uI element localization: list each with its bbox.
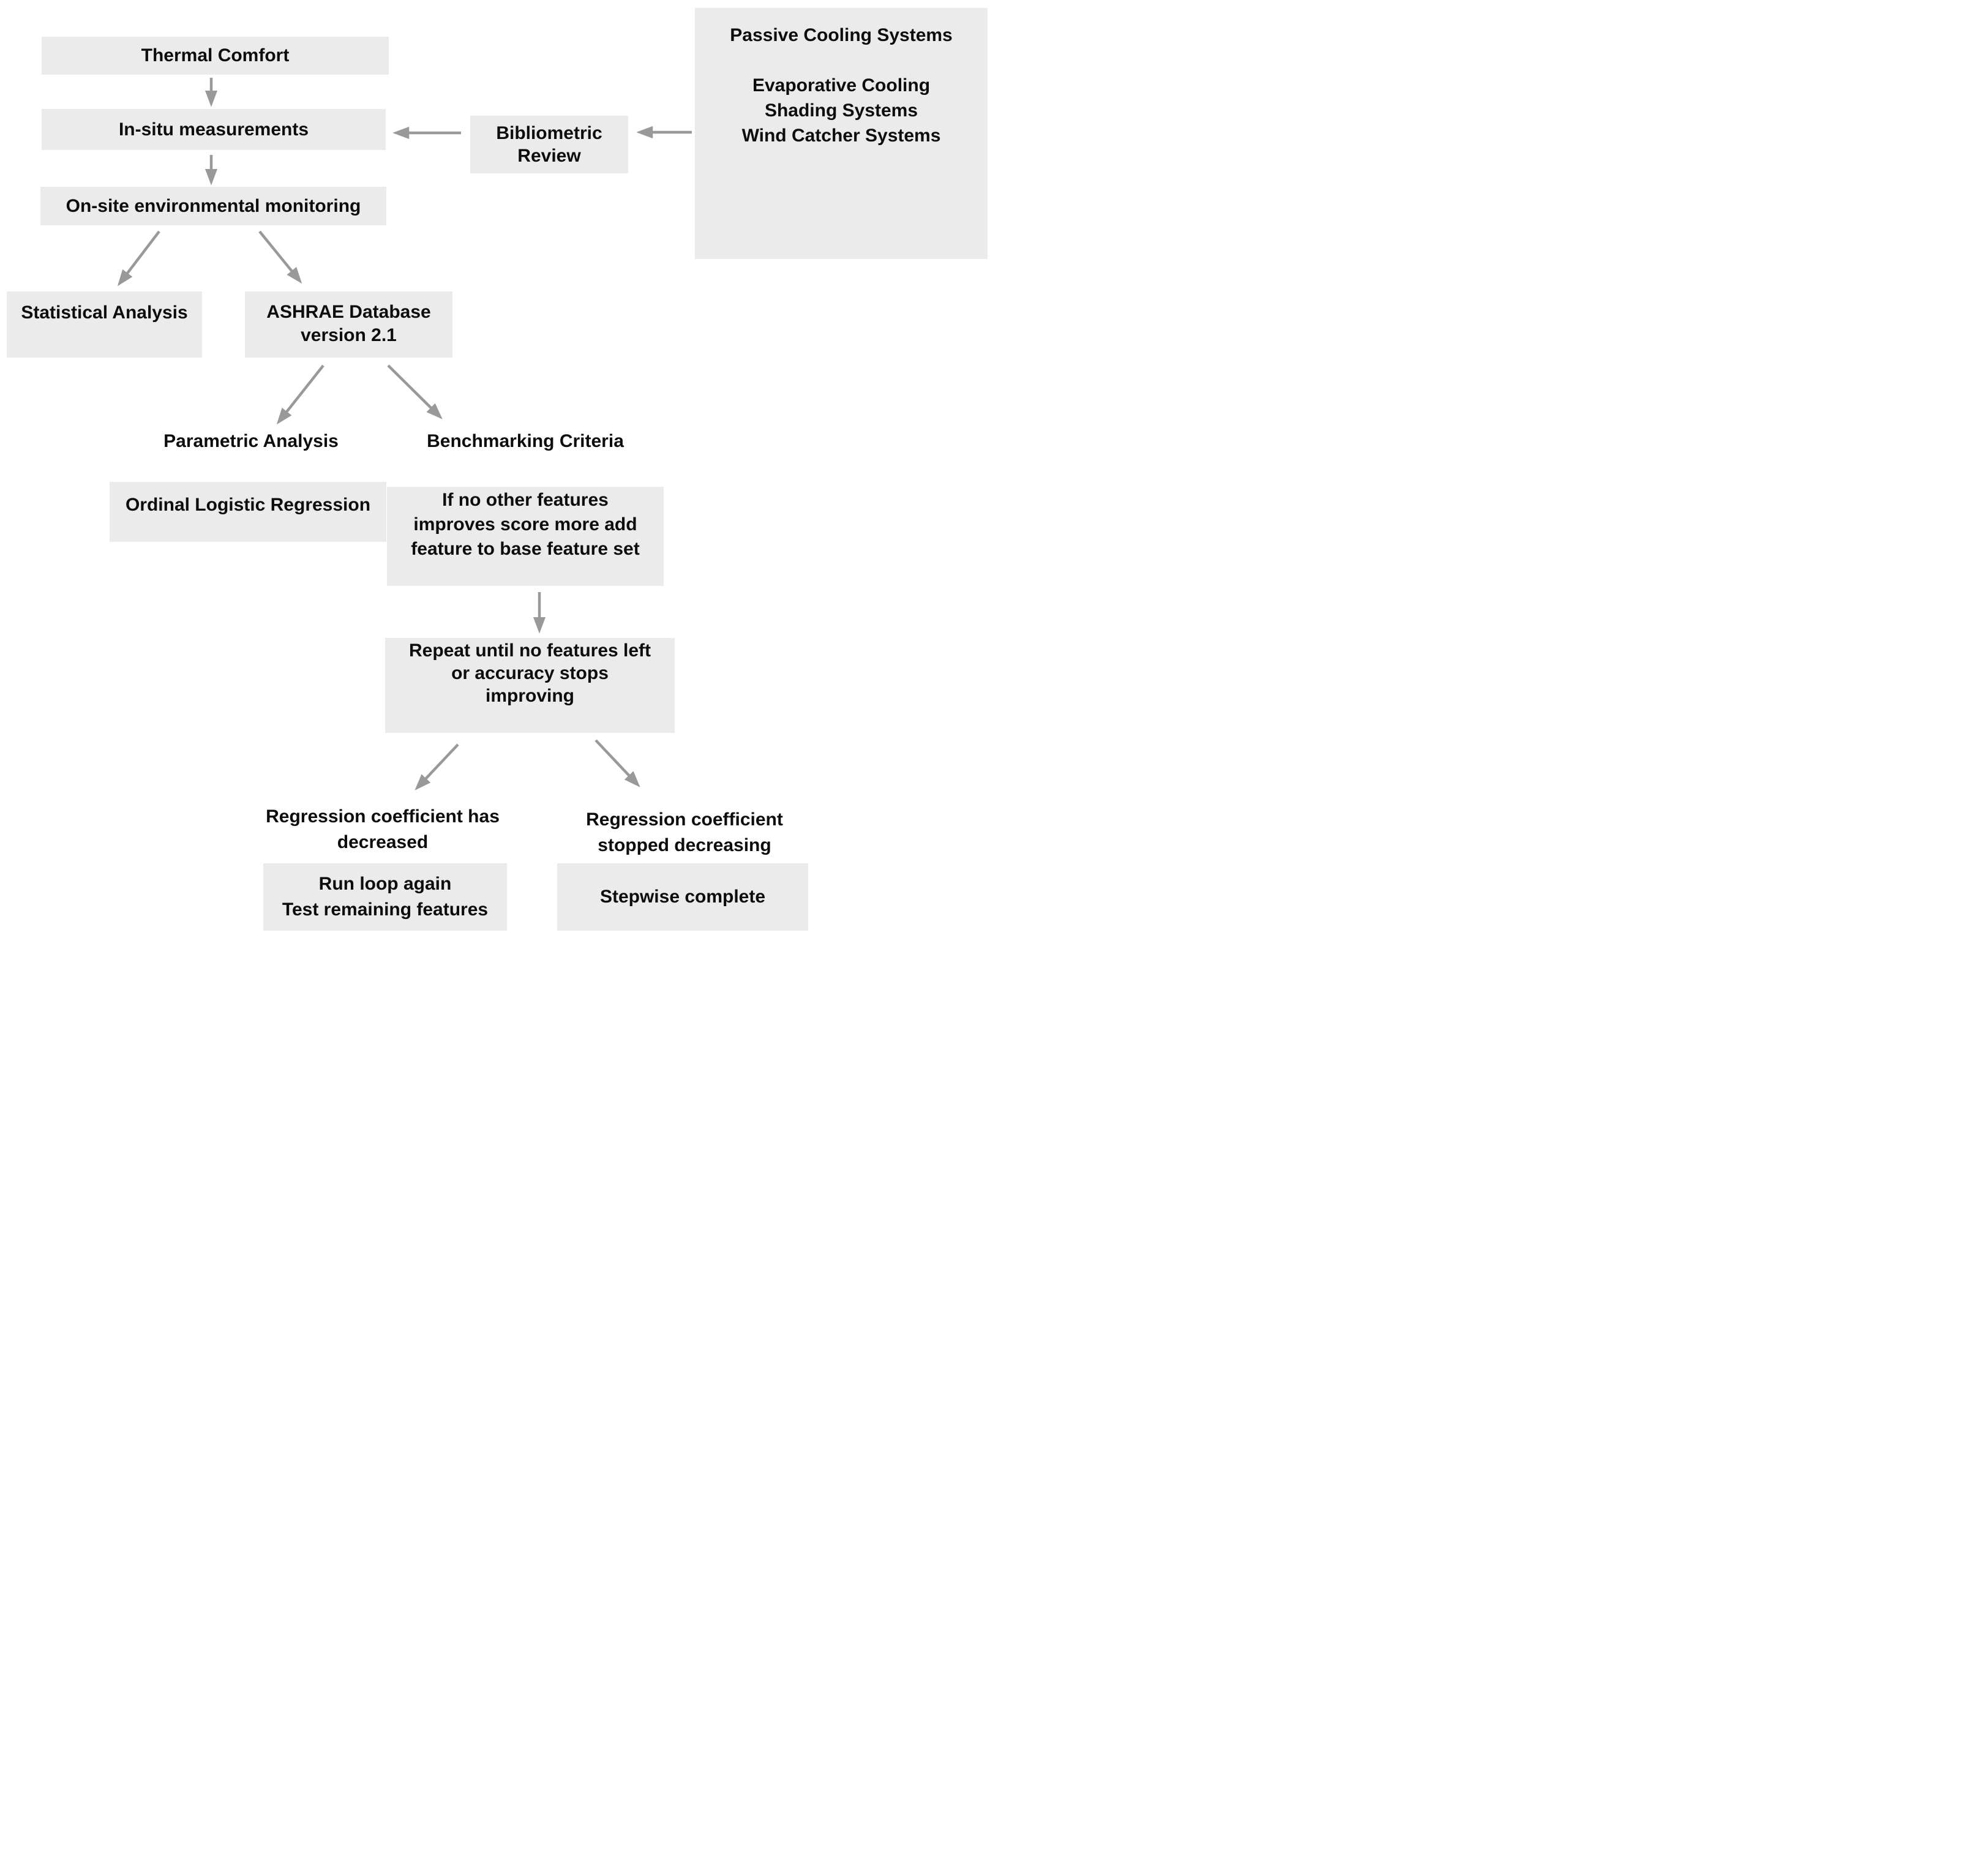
node-if-no-other-features: If no other features improves score more… — [387, 487, 664, 586]
node-label: On-site environmental monitoring — [66, 195, 361, 216]
arrow-onsite-to-ashrae — [258, 230, 302, 284]
node-label: improves score more add — [413, 514, 637, 535]
node-label: Statistical Analysis — [21, 302, 188, 323]
node-run-loop-again: Run loop again Test remaining features — [263, 863, 507, 931]
node-label: Review — [517, 146, 581, 166]
node-ordinal-logistic-regression: Ordinal Logistic Regression — [110, 482, 386, 542]
label-regression-coefficient-decreased: Regression coefficient has decreased — [230, 804, 536, 855]
arrow-ashrae-to-benchmarking — [387, 364, 443, 419]
node-label: ASHRAE Database — [266, 302, 431, 322]
node-repeat-until: Repeat until no features left or accurac… — [385, 638, 675, 733]
node-label: Bibliometric — [496, 123, 602, 143]
node-passive-cooling-systems: Passive Cooling Systems Evaporative Cool… — [695, 8, 988, 259]
node-title: Passive Cooling Systems — [730, 25, 953, 45]
node-bibliometric-review: Bibliometric Review — [470, 116, 628, 173]
flowchart: Thermal Comfort In-situ measurements On-… — [0, 0, 994, 933]
node-label: improving — [485, 686, 574, 706]
label-regression-coefficient-stopped: Regression coefficient stopped decreasin… — [550, 807, 819, 858]
arrow-repeat-to-stopped — [595, 739, 640, 787]
arrow-ashrae-to-parametric — [276, 364, 324, 425]
label-benchmarking-criteria: Benchmarking Criteria — [403, 429, 648, 454]
label-text: Regression coefficient — [586, 809, 783, 830]
node-list-item: Evaporative Cooling — [752, 75, 931, 96]
node-statistical-analysis: Statistical Analysis — [7, 291, 202, 358]
label-parametric-analysis: Parametric Analysis — [141, 429, 361, 454]
label-text: Benchmarking Criteria — [427, 431, 624, 451]
label-text: Parametric Analysis — [163, 431, 339, 451]
arrow-repeat-to-decreased — [414, 743, 459, 790]
label-text: Regression coefficient has — [266, 806, 500, 827]
node-label: or accuracy stops — [451, 663, 609, 683]
node-thermal-comfort: Thermal Comfort — [42, 37, 389, 75]
node-label: feature to base feature set — [411, 539, 640, 559]
node-on-site-monitoring: On-site environmental monitoring — [40, 187, 386, 225]
node-ashrae-database: ASHRAE Database version 2.1 — [245, 291, 452, 358]
label-text: decreased — [337, 832, 429, 852]
node-in-situ-measurements: In-situ measurements — [42, 109, 386, 150]
node-label: If no other features — [442, 490, 609, 510]
node-label: Stepwise complete — [599, 887, 766, 907]
node-list-item: Wind Catcher Systems — [741, 126, 941, 146]
node-stepwise-complete: Stepwise complete — [557, 863, 808, 931]
arrow-onsite-to-statistical — [117, 230, 160, 287]
node-label: Repeat until no features left — [408, 640, 651, 661]
node-label: Run loop again — [318, 874, 452, 894]
node-label: Ordinal Logistic Regression — [125, 495, 371, 515]
node-label: version 2.1 — [301, 325, 397, 345]
label-text: stopped decreasing — [598, 835, 771, 855]
node-label: Test remaining features — [282, 899, 489, 920]
node-label: In-situ measurements — [118, 119, 309, 140]
node-label: Thermal Comfort — [141, 45, 290, 66]
node-list-item: Shading Systems — [764, 100, 918, 121]
